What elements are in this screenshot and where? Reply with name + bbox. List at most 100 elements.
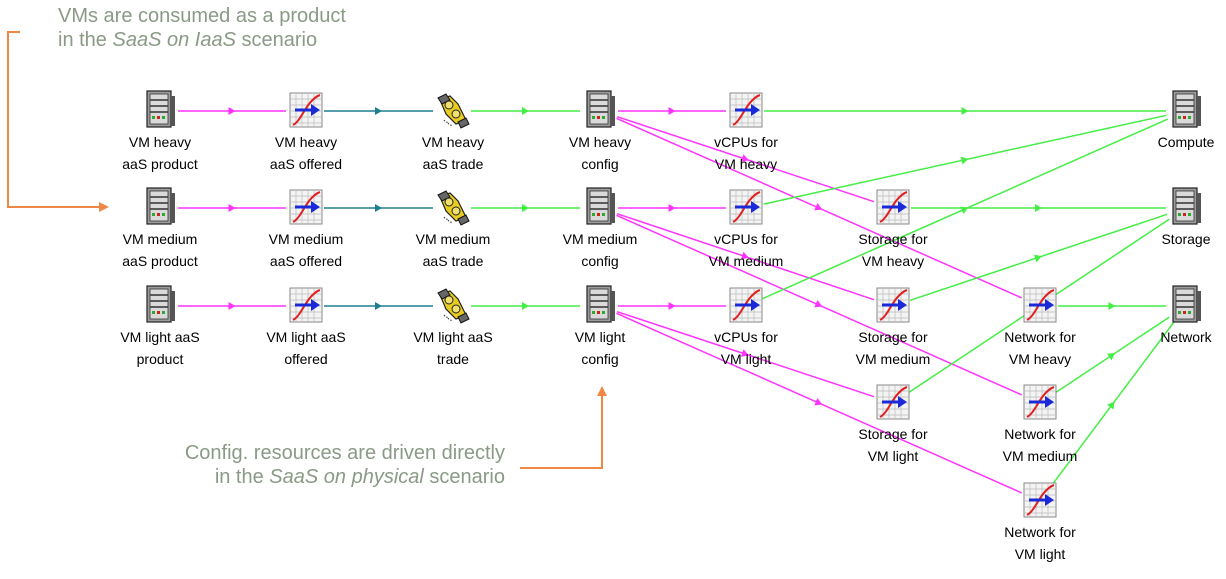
node-label: VM heavy [714, 156, 778, 172]
handshake-icon [436, 187, 470, 227]
node-compute[interactable]: Compute [1126, 90, 1226, 152]
node-label: Network [1160, 329, 1212, 345]
edge-arrowhead [1107, 353, 1116, 361]
node-label: Network for [1004, 524, 1076, 540]
annotation-connector-bottom [520, 395, 603, 469]
server-icon [583, 187, 617, 227]
annotation-bottom-line2: in the SaaS on physical scenario [214, 466, 505, 488]
edge-arrowhead [668, 302, 676, 310]
node-storage[interactable]: Storage [1126, 187, 1226, 249]
server-icon [583, 90, 617, 130]
chart-icon [1023, 382, 1057, 422]
edge-arrowhead [960, 156, 969, 165]
node-label: Compute [1157, 134, 1215, 150]
node-label: VM heavy [861, 253, 925, 269]
node-network-for-vm-heavy[interactable]: Network for VM heavy [980, 285, 1100, 369]
node-vm-medium-aas-offered[interactable]: VM medium aaS offered [246, 187, 366, 271]
node-label: aaS trade [422, 253, 484, 269]
node-vcpus-for-vm-heavy[interactable]: vCPUs for VM heavy [686, 90, 806, 174]
chart-icon [729, 90, 763, 130]
chart-icon [289, 187, 323, 227]
node-label: vCPUs for [714, 134, 778, 150]
server-icon [583, 285, 617, 325]
node-label: vCPUs for [714, 329, 778, 345]
edge-arrowhead [1035, 204, 1042, 212]
node-label: Storage for [858, 329, 928, 345]
node-label: VM medium [708, 253, 784, 269]
annotation-top: VMs are consumed as a product in the Saa… [58, 4, 346, 52]
server-icon [1169, 90, 1203, 130]
node-storage-for-vm-heavy[interactable]: Storage for VM heavy [833, 187, 953, 271]
node-label: aaS offered [269, 253, 343, 269]
edge-arrowhead [228, 204, 236, 212]
node-label: VM light [867, 448, 919, 464]
server-icon [143, 285, 177, 325]
node-vcpus-for-vm-medium[interactable]: vCPUs for VM medium [686, 187, 806, 271]
edge-arrowhead [740, 349, 749, 357]
edge-arrowhead [522, 204, 529, 212]
annotation-connector-bottom-arrowhead [597, 386, 607, 396]
annotation-top-line2: in the SaaS on IaaS scenario [58, 29, 318, 51]
server-icon [1169, 285, 1203, 325]
chart-icon [876, 187, 910, 227]
edge-arrowhead [522, 107, 529, 115]
node-label: offered [284, 351, 328, 367]
node-label: aaS product [122, 253, 198, 269]
chart-icon [729, 187, 763, 227]
server-icon [1169, 187, 1203, 227]
node-label: Network for [1004, 426, 1076, 442]
node-label: Storage for [858, 231, 928, 247]
node-label: config [581, 253, 619, 269]
node-label: VM medium [562, 231, 638, 247]
chart-icon [289, 90, 323, 130]
edge-arrowhead [740, 154, 749, 162]
edge-arrowhead [228, 302, 236, 310]
chart-icon [289, 285, 323, 325]
edge-arrowhead [814, 300, 823, 308]
annotation-bottom-italic: SaaS on physical [269, 466, 424, 488]
node-label: trade [437, 351, 469, 367]
node-label: VM light aaS [266, 329, 346, 345]
edge-arrowhead [961, 107, 969, 115]
edge-arrowhead [1108, 302, 1116, 310]
edge-arrowhead [1107, 401, 1115, 410]
node-label: aaS offered [269, 156, 343, 172]
server-icon [143, 90, 177, 130]
node-label: VM heavy [1008, 351, 1072, 367]
edge-arrowhead [814, 203, 823, 211]
node-label: VM heavy [274, 134, 338, 150]
node-vm-heavy-aas-offered[interactable]: VM heavy aaS offered [246, 90, 366, 174]
node-label: aaS trade [422, 156, 484, 172]
node-label: vCPUs for [714, 231, 778, 247]
chart-icon [729, 285, 763, 325]
node-vm-medium-config[interactable]: VM medium config [540, 187, 660, 271]
node-label: Network for [1004, 329, 1076, 345]
node-label: VM light [574, 329, 626, 345]
node-label: VM light aaS [413, 329, 493, 345]
node-label: config [581, 156, 619, 172]
chart-icon [876, 285, 910, 325]
node-network[interactable]: Network [1126, 285, 1226, 347]
node-label: VM light aaS [120, 329, 200, 345]
handshake-icon [436, 90, 470, 130]
node-label: VM medium [268, 231, 344, 247]
annotation-bottom-line1: Config. resources are driven directly [184, 442, 505, 464]
node-vm-light-aas-offered[interactable]: VM light aaS offered [246, 285, 366, 369]
edge-arrowhead [375, 302, 382, 310]
node-label: Storage [1161, 231, 1211, 247]
node-vm-light-aas-trade[interactable]: VM light aaS trade [393, 285, 513, 369]
server-icon [143, 187, 177, 227]
